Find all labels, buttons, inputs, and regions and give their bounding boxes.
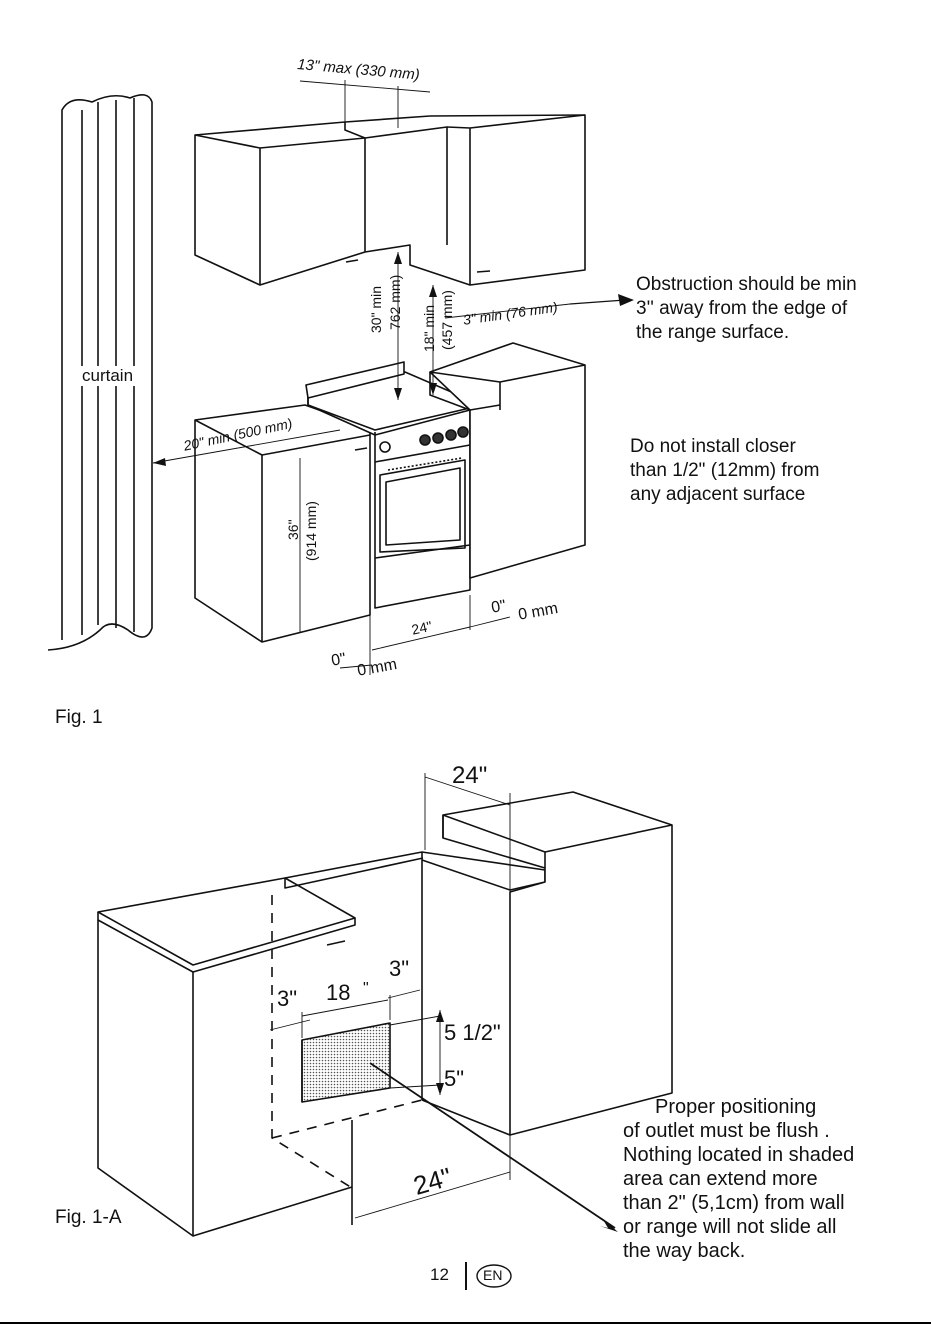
- range-drawing: [305, 361, 471, 609]
- note-install-clearance: Do not install closer than 1/2" (12mm) f…: [630, 435, 819, 507]
- dim-5: 5": [444, 1066, 465, 1091]
- dim-3-right: 3": [389, 956, 410, 981]
- bottom-rule: [0, 1322, 931, 1324]
- dim-762-mm: 762 mm): [387, 274, 403, 330]
- note-obstruction: Obstruction should be min 3'' away from …: [636, 273, 857, 345]
- dim-36: 36": [285, 519, 301, 540]
- dim-914-mm: (914 mm): [303, 501, 319, 561]
- dim-18-inch-mark: ": [363, 980, 369, 997]
- dim-18-min: 18" min: [421, 305, 437, 352]
- dim-24-top: 24": [452, 762, 488, 789]
- fig1a-dimension-lines: [269, 773, 511, 1219]
- note-outlet-line: Proper positioning: [655, 1096, 817, 1118]
- dim-3-left: 3": [277, 986, 298, 1011]
- note-install-line: Do not install closer: [630, 436, 796, 457]
- note-outlet-line: or range will not slide all: [623, 1216, 837, 1238]
- fig1a-drawing: [97, 791, 673, 1237]
- note-outlet: Proper positioning of outlet must be flu…: [623, 1095, 854, 1263]
- fig1-caption: Fig. 1: [55, 707, 103, 728]
- note-outlet-line: of outlet must be flush .: [623, 1120, 830, 1142]
- note-outlet-line: than 2" (5,1cm) from wall: [623, 1192, 845, 1214]
- note-obstruction-line: the range surface.: [636, 322, 790, 343]
- curtain-drawing: [47, 94, 153, 651]
- note-outlet-line: Nothing located in shaded: [623, 1144, 855, 1166]
- dim-30-min: 30" min: [368, 286, 384, 333]
- dim-0-left: 0": [330, 650, 348, 670]
- language-badge-outline: [476, 1264, 512, 1288]
- page-number: 12: [430, 1265, 449, 1284]
- fig1-arrowheads: [153, 252, 634, 466]
- dim-0-right: 0": [490, 597, 508, 617]
- fig1a-arrowheads: [436, 1010, 618, 1232]
- dim-18-width: 18: [326, 980, 351, 1005]
- fig1a-caption: Fig. 1-A: [55, 1207, 122, 1228]
- dim-457-mm: (457 mm): [439, 290, 455, 350]
- note-obstruction-line: Obstruction should be min: [636, 274, 857, 295]
- fig1-dimension-lines: [152, 80, 626, 675]
- right-base-cabinet: [429, 342, 586, 579]
- upper-cabinets: [194, 114, 586, 286]
- note-outlet-line: area can extend more: [623, 1168, 818, 1190]
- note-outlet-line: the way back.: [623, 1240, 746, 1262]
- dim-5-half: 5 1/2": [444, 1020, 501, 1045]
- note-obstruction-line: 3'' away from the edge of: [636, 298, 848, 319]
- language-badge: EN: [483, 1267, 503, 1283]
- note-install-line: any adjacent surface: [630, 484, 806, 505]
- note-install-line: than 1/2" (12mm) from: [630, 460, 820, 481]
- curtain-label: curtain: [80, 366, 136, 386]
